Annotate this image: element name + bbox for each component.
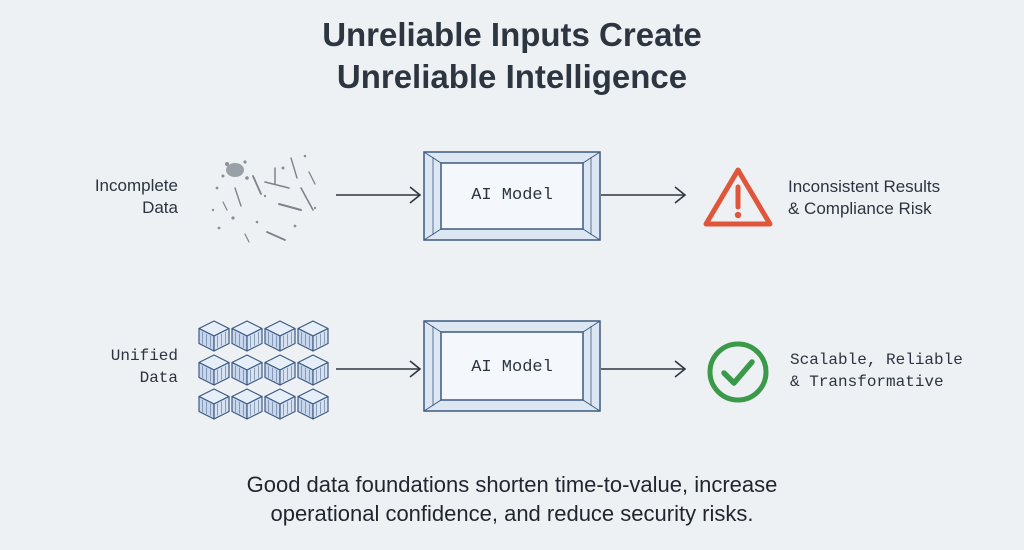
ai-model-box: AI Model: [423, 151, 601, 241]
footer-line-1: Good data foundations shorten time-to-va…: [246, 472, 778, 497]
cube: [297, 388, 329, 420]
cube: [231, 388, 263, 420]
footer-caption: Good data foundations shorten time-to-va…: [0, 470, 1024, 528]
output-label-line-1: Scalable, Reliable: [790, 351, 963, 369]
output-label-line-2: & Transformative: [790, 373, 944, 391]
output-label: Inconsistent Results & Compliance Risk: [788, 176, 940, 220]
unified-data-row: Unified Data AI Model Scalable, Reliable…: [0, 313, 1024, 423]
footer-line-2: operational confidence, and reduce secur…: [270, 501, 754, 526]
cube-grid-icon: [198, 320, 329, 420]
ai-model-box: AI Model: [423, 320, 601, 412]
input-label-line-1: Incomplete: [94, 176, 178, 195]
diagram-title: Unreliable Inputs Create Unreliable Inte…: [0, 14, 1024, 98]
incomplete-data-row: Incomplete Data: [0, 143, 1024, 253]
cube: [297, 354, 329, 386]
input-label-line-2: Data: [142, 198, 178, 217]
input-arrow: [336, 186, 422, 204]
checkmark-circle-icon: [707, 341, 769, 403]
input-label-line-1: Unified: [110, 347, 178, 365]
cube: [198, 354, 230, 386]
output-label-line-2: & Compliance Risk: [788, 199, 932, 218]
cube: [198, 388, 230, 420]
ai-model-label: AI Model: [471, 358, 553, 377]
cube: [264, 320, 296, 352]
cube: [264, 354, 296, 386]
cube: [231, 320, 263, 352]
input-label: Unified Data: [40, 345, 178, 389]
warning-triangle-icon: [703, 167, 773, 227]
output-label-line-1: Inconsistent Results: [788, 177, 941, 196]
output-label: Scalable, Reliable & Transformative: [790, 349, 963, 393]
cube: [297, 320, 329, 352]
cube: [231, 354, 263, 386]
scattered-fragments-icon: [211, 154, 317, 243]
title-line-1: Unreliable Inputs Create: [322, 16, 702, 53]
title-line-2: Unreliable Intelligence: [336, 58, 688, 95]
output-arrow: [601, 360, 687, 378]
input-label-line-2: Data: [139, 369, 178, 387]
output-arrow: [601, 186, 687, 204]
ai-model-label: AI Model: [471, 186, 553, 205]
cube: [264, 388, 296, 420]
cube: [198, 320, 230, 352]
input-arrow: [336, 360, 422, 378]
input-label: Incomplete Data: [40, 175, 178, 219]
